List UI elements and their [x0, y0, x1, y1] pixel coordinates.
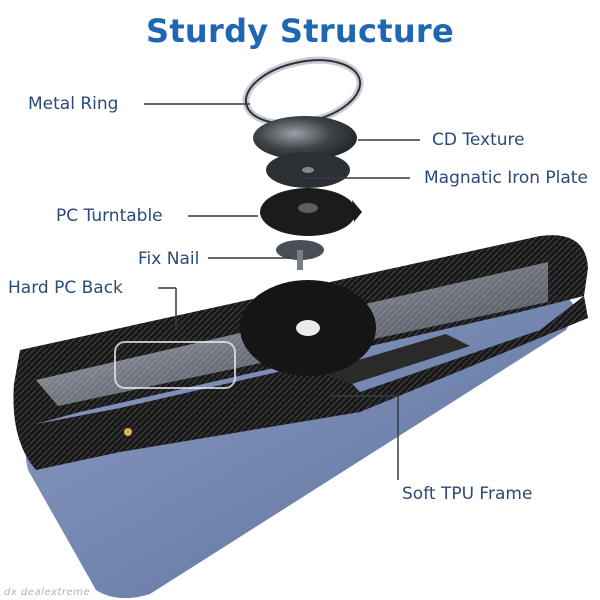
label-fix-nail: Fix Nail [138, 249, 200, 269]
leader-lines [144, 103, 420, 480]
label-hard-pc-back: Hard PC Back [8, 278, 123, 298]
label-cd-texture: CD Texture [432, 130, 525, 150]
disc-hole [296, 320, 320, 336]
label-soft-tpu-frame: Soft TPU Frame [402, 484, 533, 504]
label-iron-plate: Magnatic Iron Plate [424, 168, 588, 188]
flash-dot [124, 428, 132, 436]
label-pc-turntable: PC Turntable [56, 206, 163, 226]
label-metal-ring: Metal Ring [28, 94, 119, 114]
frame-button-cutout [318, 334, 470, 384]
camera-cutout [114, 341, 236, 389]
soft-tpu-frame-rail [13, 296, 588, 470]
page-title: Sturdy Structure [145, 12, 455, 50]
watermark: dx dealextreme [4, 587, 90, 598]
cd-texture-disc [253, 116, 357, 160]
